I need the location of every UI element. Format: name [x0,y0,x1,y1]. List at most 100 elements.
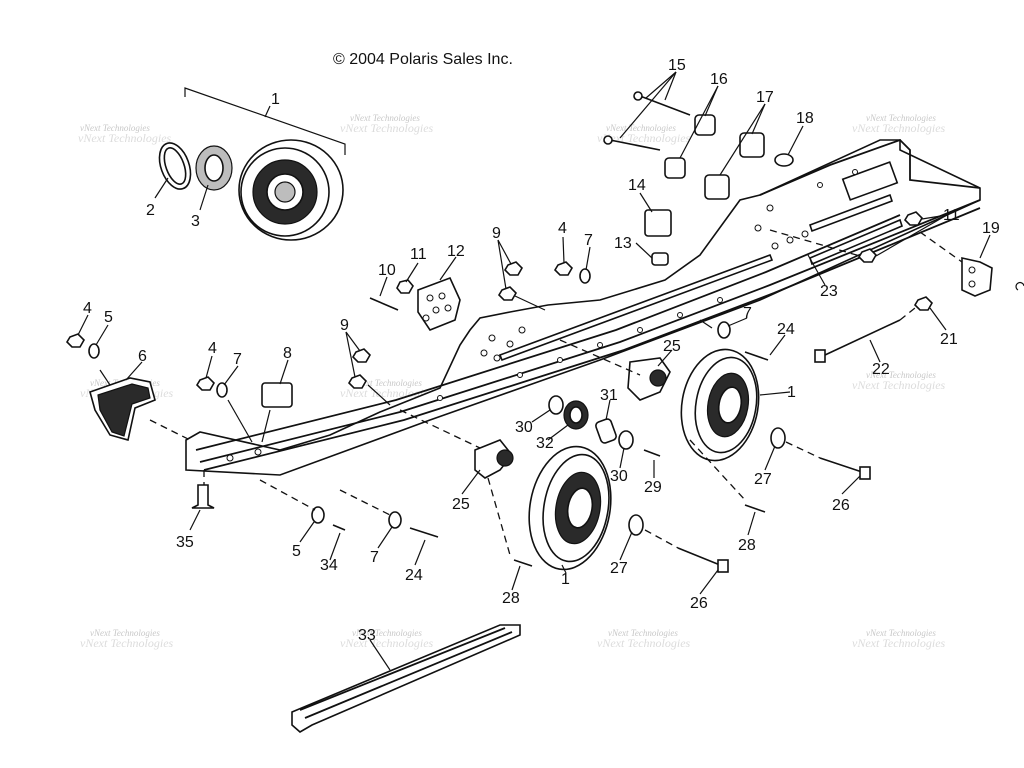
nut [913,296,933,311]
idler-wheel-bore [566,487,594,529]
idler-arm-pivot [649,369,667,387]
watermark: vNext Technologies [340,636,434,650]
spacer-block [664,157,686,179]
mounting-plate [417,276,461,331]
bolt [744,504,766,513]
callout-label: 4 [83,300,92,317]
idler-wheel-assembly-top [154,87,346,241]
watermarks: vNext Technologies vNext Technologies vN… [78,113,946,650]
bolt [609,139,661,151]
washer [770,427,786,449]
callout-label: 1 [271,91,280,108]
callout-label: 16 [710,71,728,88]
callout-label: 35 [176,534,194,551]
callout-label: 21 [940,331,958,348]
callout-label: 3 [191,213,200,230]
bumper-insert [651,252,669,266]
idler-arm-pivot [496,449,514,467]
callout-label: 27 [610,560,628,577]
callout-label: 25 [663,338,681,355]
callout-label: 8 [283,345,292,362]
washer [717,321,731,339]
bolt [639,95,691,116]
callout-label: 5 [104,309,113,326]
watermark: vNext Technologies [852,121,946,135]
rail-bumper [261,382,293,408]
callout-label: 30 [515,419,533,436]
rail-tip-insert [97,383,151,437]
slide-rail-assembly [185,138,981,476]
callout-label: 7 [233,351,242,368]
callout-label: 10 [378,262,396,279]
wear-strip-upper [498,253,774,362]
spacer-block-large [704,174,730,200]
watermark: vNext Technologies [90,628,160,638]
rail-cutout [841,161,899,201]
callout-label: 25 [452,496,470,513]
axle-bolt-head [717,559,729,573]
nut [195,376,215,391]
callout-label: 24 [405,567,423,584]
bolt [744,351,769,361]
watermark: vNext Technologies [340,386,434,400]
nut [396,279,414,294]
watermark: vNext Technologies [852,378,946,392]
watermark: vNext Technologies [340,121,434,135]
watermark: vNext Technologies [80,123,150,133]
washer [618,430,634,450]
bolt [513,559,533,567]
callout-label: 32 [536,435,554,452]
washer [548,395,564,415]
axle-bolt [824,319,901,356]
watermark: vNext Technologies [597,636,691,650]
callout-label: 29 [644,479,662,496]
slide-rail [185,139,981,476]
washer [579,268,591,284]
callout-label: 27 [754,471,772,488]
callout-label: 11 [943,207,960,224]
rail-hardware [65,211,1024,566]
callout-label: 1 [787,384,796,401]
washer [216,382,228,398]
nut [65,333,85,348]
watermark: vNext Technologies [866,113,936,123]
washer [88,343,100,359]
callout-label: 9 [340,317,349,334]
callout-label: 18 [796,110,814,127]
callout-label: 6 [138,348,147,365]
nut [903,211,923,226]
nut [347,374,367,389]
callout-label: 7 [743,305,752,322]
callout-label: 9 [492,225,501,242]
callout-label: 17 [756,89,774,106]
callout-label: 5 [292,543,301,560]
nut [351,348,371,363]
wear-strips [498,193,903,362]
callout-label: 24 [777,321,795,338]
watermark: vNext Technologies [78,131,172,145]
callout-label: 28 [738,537,756,554]
callout-label: 22 [872,361,890,378]
axle-bolt-head [859,466,871,480]
callout-label: 33 [358,627,376,644]
nut [857,248,877,263]
callout-label: 1 [561,571,570,588]
callout-label: 31 [600,387,618,404]
callout-label: 4 [208,340,217,357]
idler-wheel-center [274,181,296,203]
callout-label: 15 [668,57,686,74]
washer [311,506,325,524]
copyright-notice: © 2004 Polaris Sales Inc. [333,51,513,68]
spacer-block-large [739,132,765,158]
idler-arm [627,357,671,401]
callout-label: 28 [502,590,520,607]
watermark: vNext Technologies [608,628,678,638]
idler-wheel-bore [717,386,743,424]
callout-label: 26 [832,497,850,514]
rivet [191,484,215,509]
callout-label: 12 [447,243,465,260]
callout-label: 14 [628,177,646,194]
callout-label: 2 [146,202,155,219]
washer [628,514,644,536]
